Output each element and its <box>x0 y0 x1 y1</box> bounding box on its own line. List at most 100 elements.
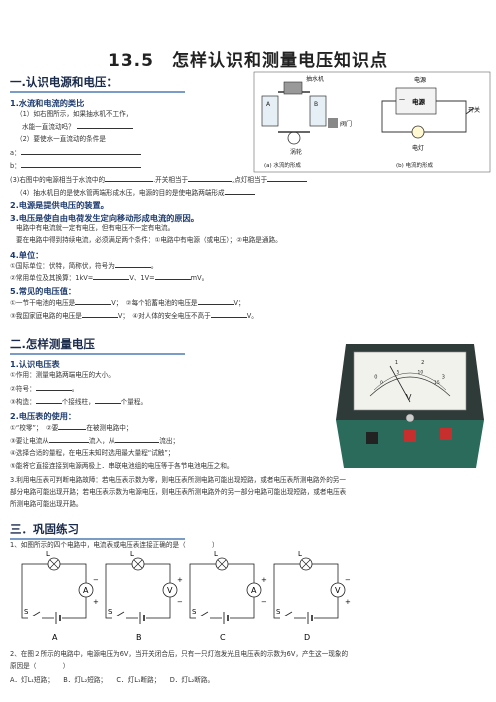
text-line: （1）如右图所示，如果抽水机不工作， <box>16 110 133 118</box>
meter-terminal-sign: − <box>261 598 267 606</box>
answer-blank[interactable] <box>75 298 112 305</box>
battery-gap <box>54 612 62 624</box>
answer-blank[interactable] <box>114 261 151 268</box>
answer-blank[interactable] <box>76 122 133 129</box>
text-span: V； ④对人体的安全电压不高于 <box>117 312 211 320</box>
terminal-15v[interactable] <box>440 428 452 440</box>
turbine-label: 涡轮 <box>290 148 302 156</box>
option-a[interactable]: A．灯L₁短路； <box>10 676 51 684</box>
answer-blank[interactable] <box>210 311 247 318</box>
meter-symbol: V <box>335 586 341 595</box>
turbine-icon <box>287 131 301 145</box>
text-line: （4）抽水机目的是使水管两端形成水压，电源的目的是使电路两端形成 <box>16 188 255 197</box>
terminal-3v[interactable] <box>404 430 416 442</box>
answer-blank[interactable] <box>154 273 191 280</box>
text-line: 3.利用电压表可判断电路故障：若电压表示数为零，则电压表所测电路可能出现短路，或… <box>10 476 346 484</box>
option-c[interactable]: C．灯L₁断路； <box>116 676 158 684</box>
switch-label: S <box>108 608 113 616</box>
meter-symbol: A <box>83 586 89 595</box>
caption-water: (a) 水流的形成 <box>264 161 301 169</box>
terminal-negative[interactable] <box>366 432 378 444</box>
scale-label: 3 <box>442 375 445 381</box>
answer-blank[interactable] <box>115 436 160 443</box>
text-span: 在被测电路中； <box>86 424 133 432</box>
scale-arc <box>373 372 447 391</box>
circuit-label: A <box>52 633 58 642</box>
lamp-label: L <box>46 550 50 558</box>
lamp-label: L <box>298 550 302 558</box>
pump-icon <box>283 81 303 95</box>
battery-gap <box>306 612 314 624</box>
text-span: 个接线柱， <box>61 398 95 406</box>
answer-blank[interactable] <box>188 175 233 182</box>
meter-terminal-sign: + <box>93 598 99 606</box>
option-b[interactable]: B．灯L₂短路； <box>63 676 104 684</box>
answer-blank[interactable] <box>224 188 255 195</box>
answer-blank[interactable] <box>267 175 308 182</box>
text-span: V； ②每个铅蓄电池的电压是 <box>111 299 198 307</box>
text-line: 水能一直流动吗？ <box>22 122 133 131</box>
circuit-label: C <box>220 633 226 642</box>
subheading: 2.电源是提供电压的装置。 <box>10 200 109 210</box>
section-heading-1-text: 一.认识电源和电压： <box>10 75 118 89</box>
circuit-label: D <box>304 633 310 642</box>
answer-blank[interactable] <box>20 161 141 168</box>
tank-b <box>309 95 327 127</box>
answer-blank[interactable] <box>197 298 234 305</box>
lamp-cross <box>217 559 227 569</box>
answer-blank[interactable] <box>58 423 87 430</box>
text-line: （2）要使水一直流动的条件是 <box>16 135 106 143</box>
option-d[interactable]: D．灯L₂断路。 <box>169 676 215 684</box>
text-span: ①国际单位：伏特，简称伏，符号为 <box>10 262 115 270</box>
text-span: 流出； <box>159 437 180 445</box>
question-2: 2、在图２所示的电路中，电源电压为6V，当开关闭合后，只有一只灯泡发光且电压表的… <box>10 650 349 658</box>
answer-blank[interactable] <box>105 175 154 182</box>
answer-blank[interactable] <box>20 148 141 155</box>
text-line: ①“校零”； ②要在被测电路中； <box>10 423 132 432</box>
unit-label: V <box>406 393 412 402</box>
question-1: 1、如图所示的四个电路中，电流表或电压表连接正确的是（ ） <box>10 541 219 549</box>
text-span: a： <box>10 149 21 157</box>
meter-icon <box>330 582 346 598</box>
scale-label: 0 <box>380 380 383 386</box>
valve-icon <box>328 118 338 128</box>
subheading: 1.水流和电流的类比 <box>10 98 85 108</box>
text-span: 个量程。 <box>120 398 148 406</box>
heading-underline <box>10 91 185 93</box>
switch-lever <box>465 107 475 115</box>
subheading: 4.单位： <box>10 250 44 260</box>
circuit-wire <box>21 563 87 619</box>
text-line: a： <box>10 148 141 157</box>
text-line: 部分电路可能出现开路；若电压表示数为电源电压，则电压表所测电路外的另一部分电路可… <box>10 488 347 496</box>
text-span: mV。 <box>190 274 209 282</box>
answer-blank[interactable] <box>81 311 118 318</box>
source-box <box>395 87 437 115</box>
section-heading-3-text: 三．巩固练习 <box>10 522 79 536</box>
question-2-cont: 原因是（ ） <box>10 662 70 670</box>
answer-blank[interactable] <box>93 273 130 280</box>
text-line: ②常用单位及其换算：1kV=V、1V=mV。 <box>10 273 208 282</box>
zero-adjust-screw[interactable] <box>405 413 415 423</box>
meter-needle <box>389 365 411 403</box>
meter-terminal-sign: + <box>345 598 351 606</box>
answer-blank[interactable] <box>48 436 89 443</box>
answer-blank[interactable] <box>94 397 121 404</box>
text-span: V。 <box>246 312 258 320</box>
switch-label: S <box>276 608 281 616</box>
switch-gap <box>280 616 294 620</box>
answer-blank[interactable] <box>35 384 72 391</box>
meter-symbol: V <box>167 586 173 595</box>
meter-icon <box>162 582 178 598</box>
meter-terminal-sign: − <box>93 576 99 584</box>
figure-frame <box>253 71 491 173</box>
meter-icon <box>246 582 262 598</box>
answer-blank[interactable] <box>35 397 62 404</box>
caption-current: (b) 电流的形成 <box>396 161 434 169</box>
section-heading-2: 二.怎样测量电压 <box>10 336 185 355</box>
text-span: ②常用单位及其换算：1kV= <box>10 274 94 282</box>
scale-label: 15 <box>434 380 440 386</box>
